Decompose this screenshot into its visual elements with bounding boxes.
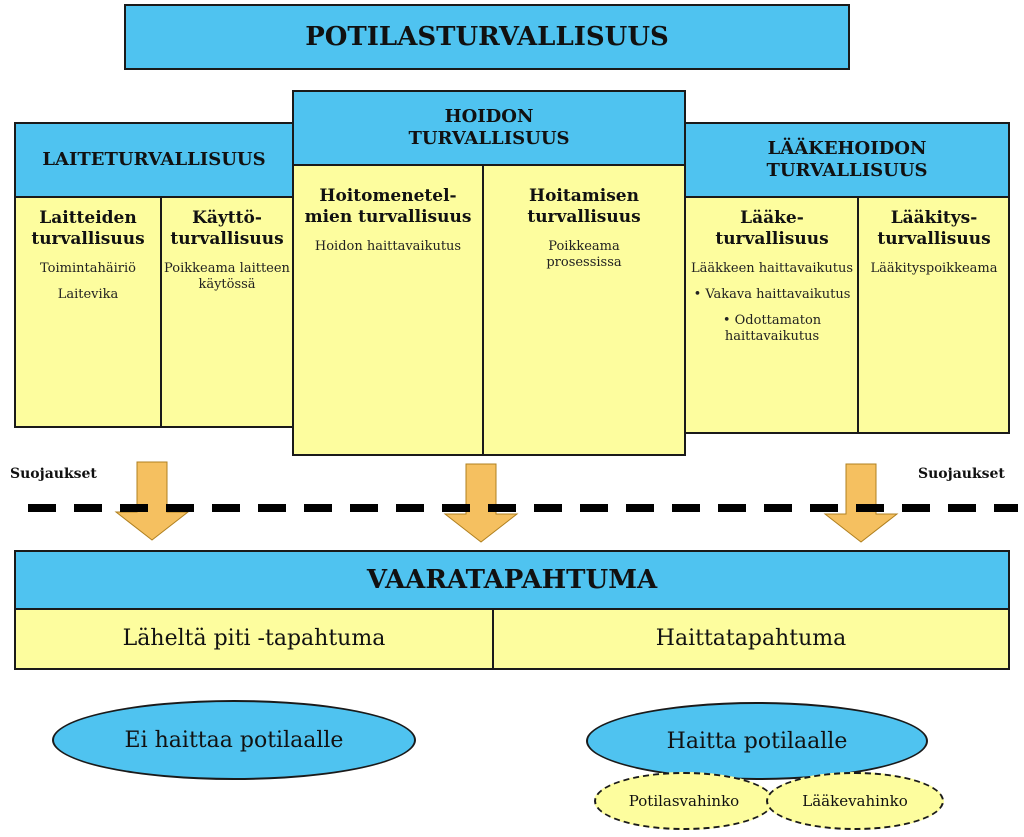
nursing-safety-heading: Hoitamisen turvallisuus xyxy=(527,186,641,228)
treatment-item-adverse: Hoidon haittavaikutus xyxy=(314,238,462,254)
barrier-label-right: Suojaukset xyxy=(918,466,1005,482)
hazard-event-header: VAARATAPAHTUMA xyxy=(14,550,1010,610)
down-arrow-right xyxy=(823,463,899,543)
drug-injury-ellipse: Lääkevahinko xyxy=(766,772,944,830)
patient-injury-label: Potilasvahinko xyxy=(628,792,740,810)
medication-safety-col1: Lääke-turvallisuus Lääkkeen haittavaikut… xyxy=(690,198,854,346)
care-safety-col1: Hoitomenetel-mien turvallisuus Hoidon ha… xyxy=(296,176,480,255)
device-reliability-heading: Laitteiden turvallisuus xyxy=(31,208,145,250)
drug-injury-label: Lääkevahinko xyxy=(802,792,908,810)
device-safety-header: LAITETURVALLISUUS xyxy=(14,122,294,198)
patient-injury-ellipse: Potilasvahinko xyxy=(594,772,774,830)
device-safety-col2: Käyttö-turvallisuus Poikkeama laitteen k… xyxy=(163,198,291,293)
down-arrow-middle xyxy=(443,463,519,543)
no-harm-label: Ei haittaa potilaalle xyxy=(124,727,344,753)
device-item-defect: Laitevika xyxy=(57,286,119,302)
medication-safety-header: LÄÄKEHOIDON TURVALLISUUS xyxy=(684,122,1010,198)
adverse-event-label: Haittatapahtuma xyxy=(655,626,847,652)
near-miss-label: Läheltä piti -tapahtuma xyxy=(122,626,386,652)
usage-item-deviation: Poikkeama laitteen käytössä xyxy=(164,260,290,292)
harm-label: Haitta potilaalle xyxy=(666,728,848,754)
device-safety-divider xyxy=(160,198,162,428)
medication-safety-col2: Lääkitys-turvallisuus Lääkityspoikkeama xyxy=(860,198,1008,277)
drug-item-unexpected: • Odottamaton haittavaikutus xyxy=(722,313,822,345)
care-safety-divider xyxy=(482,166,484,456)
treatment-method-safety-heading: Hoitomenetel-mien turvallisuus xyxy=(304,186,472,228)
barrier-label-left: Suojaukset xyxy=(10,466,97,482)
device-item-malfunction: Toimintahäiriö xyxy=(40,260,136,276)
drug-item-adverse-effect: Lääkkeen haittavaikutus xyxy=(690,260,854,276)
medication-use-safety-heading: Lääkitys-turvallisuus xyxy=(877,208,991,250)
no-harm-ellipse: Ei haittaa potilaalle xyxy=(52,700,416,780)
care-safety-col2: Hoitamisen turvallisuus Poikkeama proses… xyxy=(486,176,682,271)
hazard-event-row xyxy=(14,608,1010,670)
device-safety-col1: Laitteiden turvallisuus Toimintahäiriö L… xyxy=(18,198,158,303)
usage-safety-heading: Käyttö-turvallisuus xyxy=(170,208,284,250)
care-safety-header: HOIDON TURVALLISUUS xyxy=(292,90,686,166)
harm-ellipse: Haitta potilaalle xyxy=(586,702,928,780)
drug-safety-heading: Lääke-turvallisuus xyxy=(715,208,829,250)
hazard-event-divider xyxy=(492,608,494,670)
nursing-item-deviation: Poikkeama prosessissa xyxy=(546,238,622,270)
drug-item-serious: • Vakava haittavaikutus xyxy=(693,286,851,302)
medication-safety-divider xyxy=(857,198,859,434)
medication-item-deviation: Lääkityspoikkeama xyxy=(870,260,998,276)
down-arrow-left xyxy=(114,461,190,541)
patient-safety-title: POTILASTURVALLISUUS xyxy=(124,4,850,70)
